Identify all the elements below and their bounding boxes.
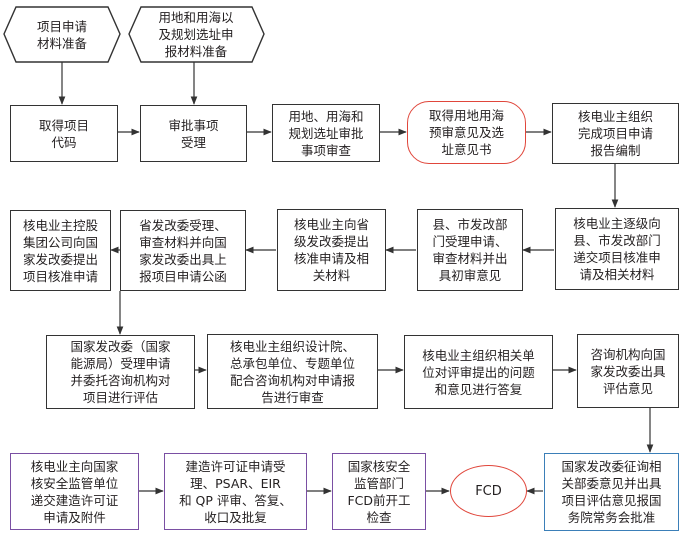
node-provincial-review: 省发改委受理、 审查材料并向国 家发改委出具上 报项目申请公函 [120,210,246,291]
node-state-council-approval: 国家发改委征询相 关部委意见并出具 项目评估意见报国 务院常务会批准 [544,453,679,531]
node-group-company-application: 核电业主控股 集团公司向国 家发改委提出 项目核准申请 [10,210,111,291]
node-obtain-pre-review-opinion: 取得用地用海 预审意见及选 址意见书 [407,101,526,164]
hexagon-shape-n1 [3,6,121,63]
node-fcd-inspection: 国家核安全 监管部门 FCD前开工 检查 [332,453,426,530]
node-submit-county-city: 核电业主逐级向 县、市发改部门 递交项目核准申 请及相关材料 [555,208,679,290]
node-complete-application-report: 核电业主组织 完成项目申请 报告编制 [552,103,679,164]
node-project-material-prep: 项目申请 材料准备 [36,18,87,51]
node-fcd: FCD [450,465,527,517]
node-reply-to-review: 核电业主组织相关单 位对评审提出的问题 和意见进行答复 [404,335,553,409]
hexagon-shape-n2 [128,6,265,63]
node-consulting-assessment: 咨询机构向国 家发改委出具 评估意见 [577,334,679,408]
node-design-institute-review: 核电业主组织设计院、 总承包单位、专题单位 配合咨询机构对申请报 告进行审查 [207,334,378,409]
node-land-sea-review: 用地、用海和 规划选址审批 事项审查 [272,104,380,162]
node-land-sea-material-prep: 用地和用海以 及规划选址申 报材料准备 [158,10,234,59]
node-permit-review: 建造许可证申请受 理、PSAR、EIR 和 QP 评审、答复、 收口及批复 [164,453,307,530]
node-obtain-project-code: 取得项目 代码 [10,105,118,162]
node-county-city-review: 县、市发改部 门受理申请、 审查材料并出 具初审意见 [417,209,523,291]
node-approval-acceptance: 审批事项 受理 [140,105,247,162]
node-submit-construction-permit: 核电业主向国家 核安全监管单位 递交建造许可证 申请及附件 [10,453,139,530]
node-ndrc-acceptance: 国家发改委（国家 能源局）受理申请 并委托咨询机构对 项目进行评估 [46,335,195,409]
node-provincial-application: 核电业主向省 级发改委提出 核准申请及相 关材料 [277,209,386,291]
